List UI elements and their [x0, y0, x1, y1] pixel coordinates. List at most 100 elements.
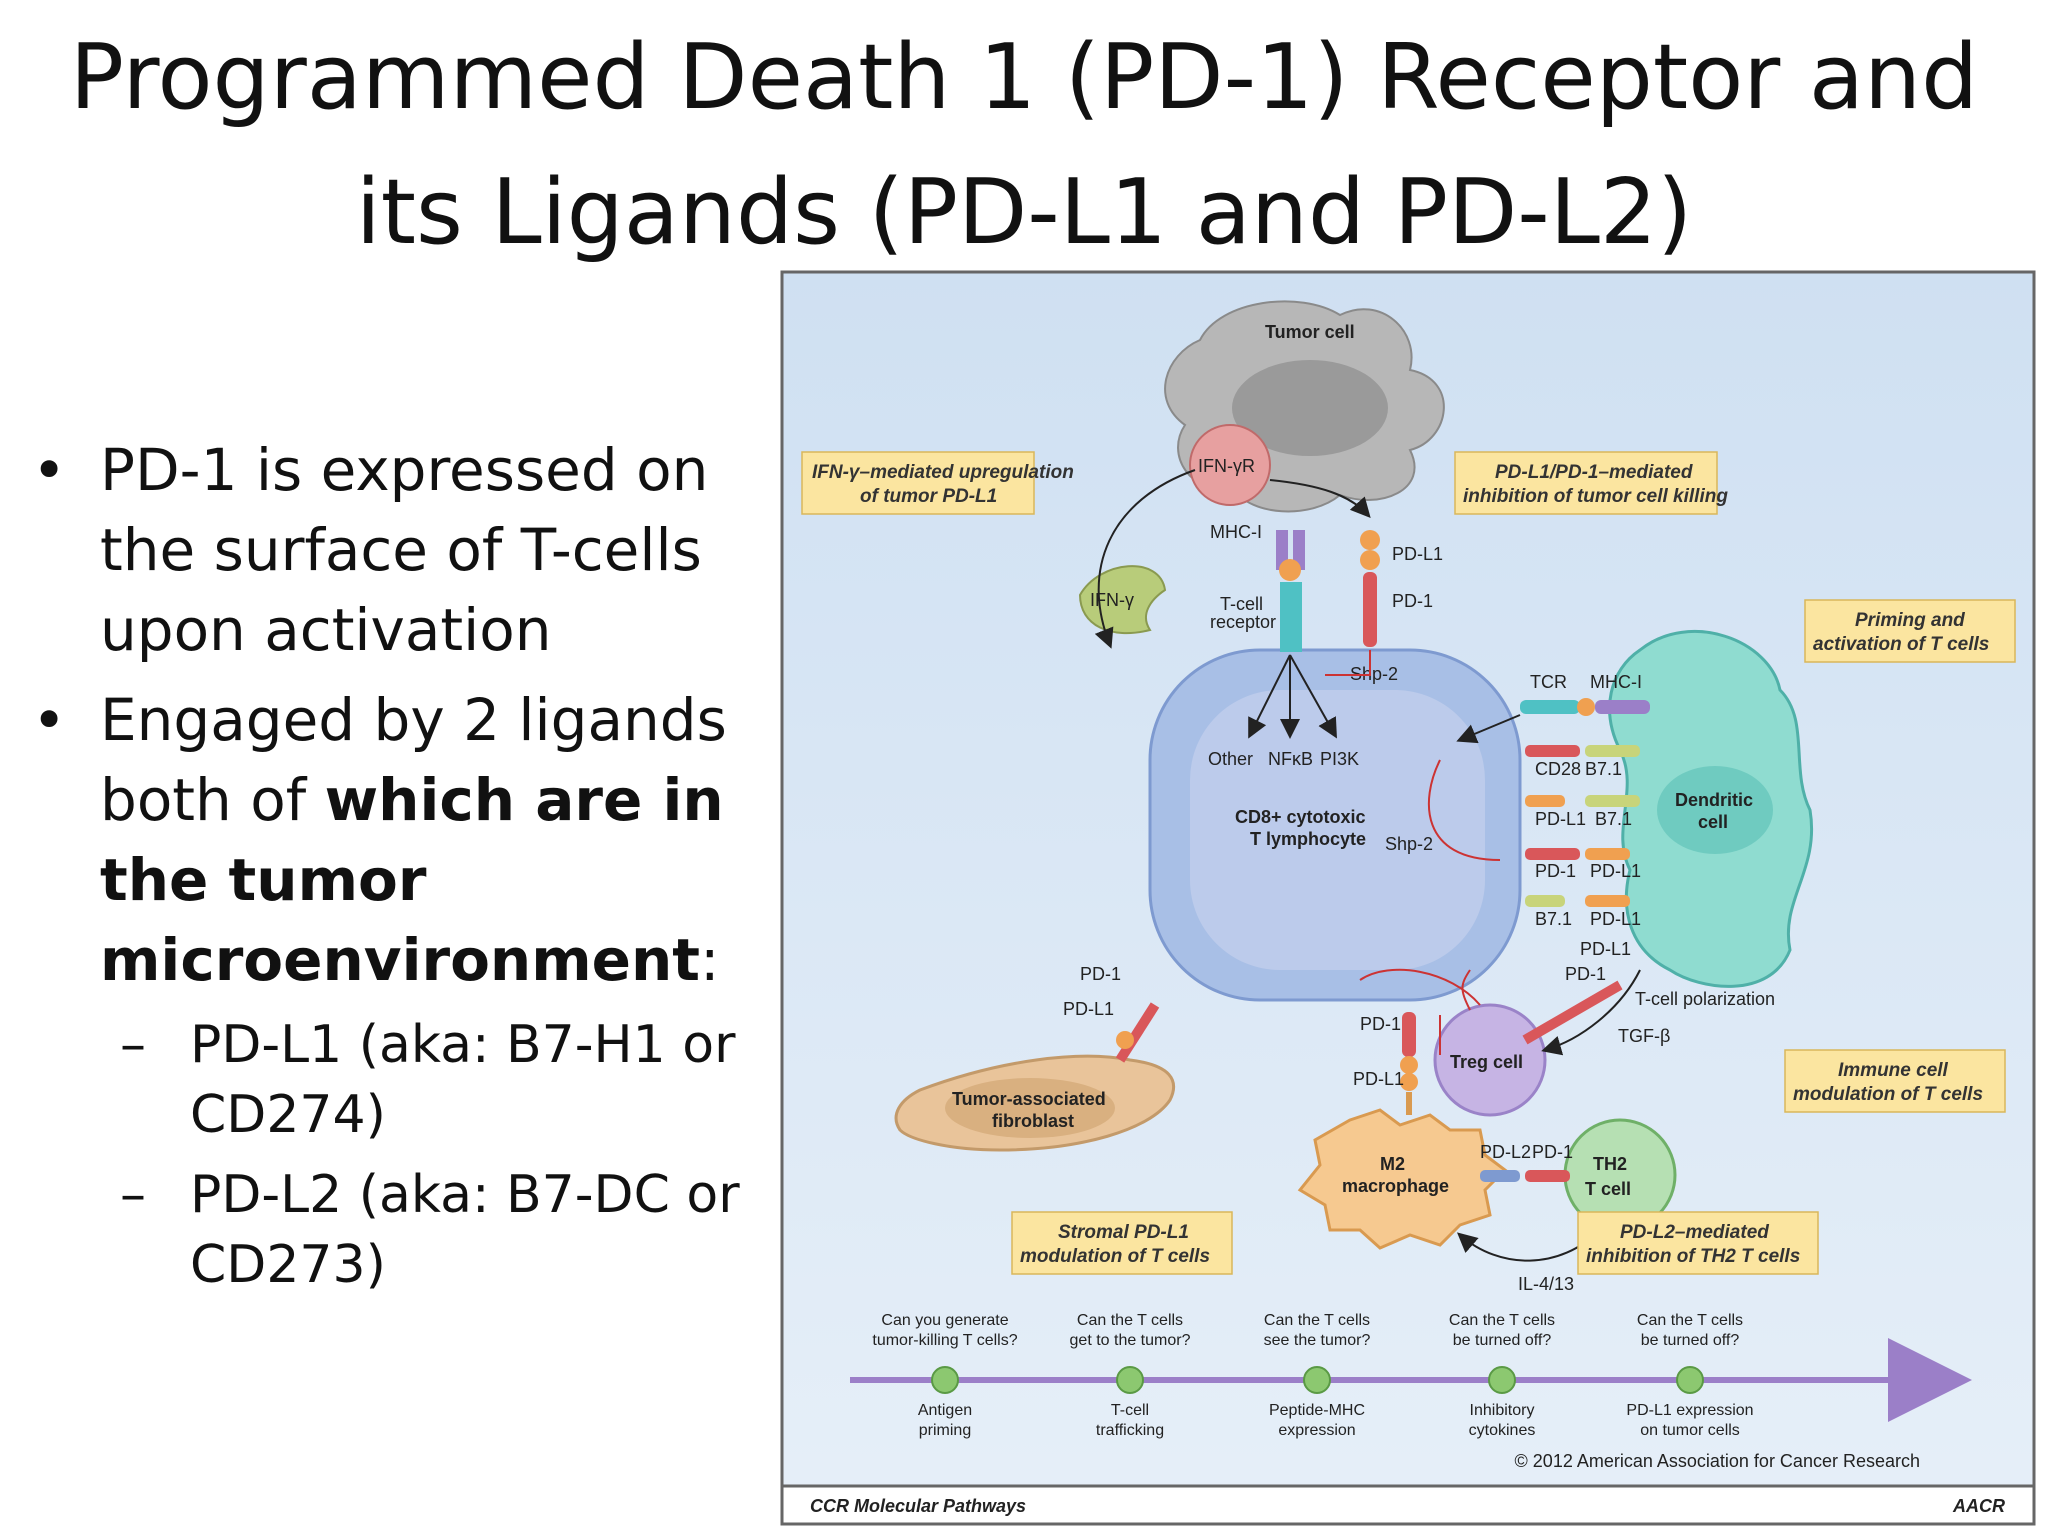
treg-inhibition-1: [1359, 968, 1481, 1006]
sub-bullet-2-text: PD-L2 (aka: B7-DC or CD273): [190, 1165, 740, 1295]
ifng-label: IFN-γ: [1090, 590, 1134, 610]
tcr-right: [1520, 700, 1580, 714]
pdl1-top-bead-2: [1360, 550, 1380, 570]
cd8-label-1: CD8+ cytotoxic: [1235, 807, 1366, 827]
mhc1-right-label: MHC-I: [1590, 672, 1642, 692]
dash-icon: –: [120, 1015, 146, 1075]
cd8-nucleus: [1190, 690, 1485, 970]
pdl1-mac-label: PD-L1: [1353, 1069, 1404, 1089]
tumor-nucleus: [1232, 360, 1388, 456]
tgfb-arrow: [1541, 969, 1641, 1056]
timeline-question: see the tumor?: [1264, 1332, 1371, 1349]
peptide-top: [1279, 559, 1301, 581]
box-ifng-upregulation: IFN-γ–mediated upregulation of tumor PD-…: [801, 451, 1074, 515]
shp2-top-label: Shp-2: [1350, 664, 1398, 684]
timeline-answer: Antigen: [918, 1402, 972, 1419]
bullet-dot-icon: •: [32, 436, 67, 504]
pdl1-mac-bead-1: [1400, 1056, 1418, 1074]
pd1-mac-label: PD-1: [1360, 1014, 1401, 1034]
timeline-node: [1488, 1366, 1516, 1394]
box-pdl1-inhibition: PD-L1/PD-1–mediated inhibition of tumor …: [1454, 451, 1728, 515]
timeline-question: Can the T cells: [1077, 1312, 1183, 1329]
bullet-1: • PD-1 is expressed on the surface of T-…: [20, 430, 750, 670]
timeline-answer: Inhibitory: [1470, 1402, 1535, 1419]
treg-inhibition-2: [1461, 969, 1471, 1011]
box-prim-line2: activation of T cells: [1813, 634, 1989, 655]
pathway-diagram: Tumor cell IFN-γR IFN-γ CD8+ cytotoxic T…: [780, 270, 2036, 1526]
box-pdl1-line1: PD-L1/PD-1–mediated: [1495, 462, 1693, 483]
timeline-question: Can the T cells: [1264, 1312, 1370, 1329]
bullet-2-text: Engaged by 2 ligands both of: [100, 686, 727, 834]
treg-pd1-bridge: [1522, 980, 1623, 1045]
box-strom-line1: Stromal PD-L1: [1058, 1222, 1189, 1243]
dendritic-label-1: Dendritic: [1675, 790, 1753, 810]
pdl2-label: PD-L2: [1480, 1142, 1531, 1162]
b71-b-label: B7.1: [1595, 809, 1632, 829]
box-pdl2-line1: PD-L2–mediated: [1620, 1222, 1769, 1243]
sub-bullet-1-text: PD-L1 (aka: B7-H1 or CD274): [190, 1015, 736, 1145]
pdl1-mac-bead-2: [1400, 1073, 1418, 1091]
mhc-i-top: [1276, 530, 1288, 570]
b71-c-label: B7.1: [1535, 909, 1572, 929]
mhc-i-right: [1595, 700, 1650, 714]
pi3k-label: PI3K: [1320, 749, 1359, 769]
timeline-question: Can the T cells: [1637, 1312, 1743, 1329]
timeline-question: tumor-killing T cells?: [872, 1332, 1017, 1349]
pdl1-fib-bead: [1116, 1031, 1134, 1049]
timeline-answer: T-cell: [1111, 1402, 1149, 1419]
pdl2-ligand: [1480, 1170, 1520, 1182]
sub-bullet-1: – PD-L1 (aka: B7-H1 or CD274): [20, 1010, 750, 1150]
m2-macrophage: [1297, 1108, 1508, 1250]
timeline-answer: on tumor cells: [1640, 1422, 1740, 1439]
timeline-question: be turned off?: [1641, 1332, 1740, 1349]
pdl1-b-label: PD-L1: [1590, 861, 1641, 881]
timeline-answer: priming: [919, 1422, 971, 1439]
pd1-th2-label: PD-1: [1532, 1142, 1573, 1162]
timeline-question: Can the T cells: [1449, 1312, 1555, 1329]
pd1-pathway-figure: Tumor cell IFN-γR IFN-γ CD8+ cytotoxic T…: [780, 270, 2036, 1526]
box-priming: Priming and activation of T cells: [1804, 599, 2016, 663]
b71-ligand-a: [1585, 745, 1640, 757]
pd1-top-label: PD-1: [1392, 591, 1433, 611]
macrophage-label-2: macrophage: [1342, 1176, 1449, 1196]
fibroblast-nucleus: [945, 1078, 1115, 1138]
box-pdl2-inhibition: PD-L2–mediated inhibition of TH2 T cells: [1577, 1211, 1819, 1275]
ifn-gamma-receptor: [1189, 424, 1271, 506]
fibroblast-label-2: fibroblast: [992, 1111, 1074, 1131]
box-imm-line2: modulation of T cells: [1793, 1084, 1983, 1105]
tcr-label-2: receptor: [1210, 612, 1276, 632]
box-prim-line1: Priming and: [1855, 610, 1965, 631]
box-pdl1-line2: inhibition of tumor cell killing: [1463, 486, 1728, 507]
copyright-text: © 2012 American Association for Cancer R…: [1515, 1451, 1920, 1471]
pd1-top: [1363, 572, 1377, 647]
th2-label-2: T cell: [1585, 1179, 1631, 1199]
bullet-dot-icon: •: [32, 686, 67, 754]
b71-a-label: B7.1: [1585, 759, 1622, 779]
timeline-node: [1116, 1366, 1144, 1394]
box-imm-line1: Immune cell: [1838, 1060, 1949, 1081]
arrow-other: [1248, 654, 1291, 739]
tcell-polarization-label: T-cell polarization: [1635, 989, 1775, 1009]
pd1-fib-label: PD-1: [1080, 964, 1121, 984]
treg-cell: [1433, 1003, 1547, 1117]
tcr-right-label: TCR: [1530, 672, 1567, 692]
tumor-cell-label: Tumor cell: [1265, 322, 1355, 342]
box-ifng-line2: of tumor PD-L1: [860, 486, 997, 507]
bullet-list: • PD-1 is expressed on the surface of T-…: [20, 430, 750, 1300]
timeline-node: [1676, 1366, 1704, 1394]
pdl1-top-label: PD-L1: [1392, 544, 1443, 564]
b71-ligand-b: [1585, 795, 1640, 807]
pdl1-fib-label: PD-L1: [1063, 999, 1114, 1019]
timeline-node: [931, 1366, 959, 1394]
bullet-1-text: PD-1 is expressed on the surface of T-ce…: [100, 436, 709, 664]
pd1-b-label: PD-1: [1565, 964, 1606, 984]
pd1-a-receptor: [1525, 848, 1580, 860]
bullet-2-end: :: [700, 926, 720, 994]
shp2-inhibition-top: [1325, 650, 1371, 676]
pdl1-c-ligand: [1585, 895, 1630, 907]
box-ifng-line1: IFN-γ–mediated upregulation: [812, 462, 1074, 483]
cd28-label: CD28: [1535, 759, 1581, 779]
dendritic-nucleus: [1657, 766, 1773, 854]
pd1-a-label: PD-1: [1535, 861, 1576, 881]
